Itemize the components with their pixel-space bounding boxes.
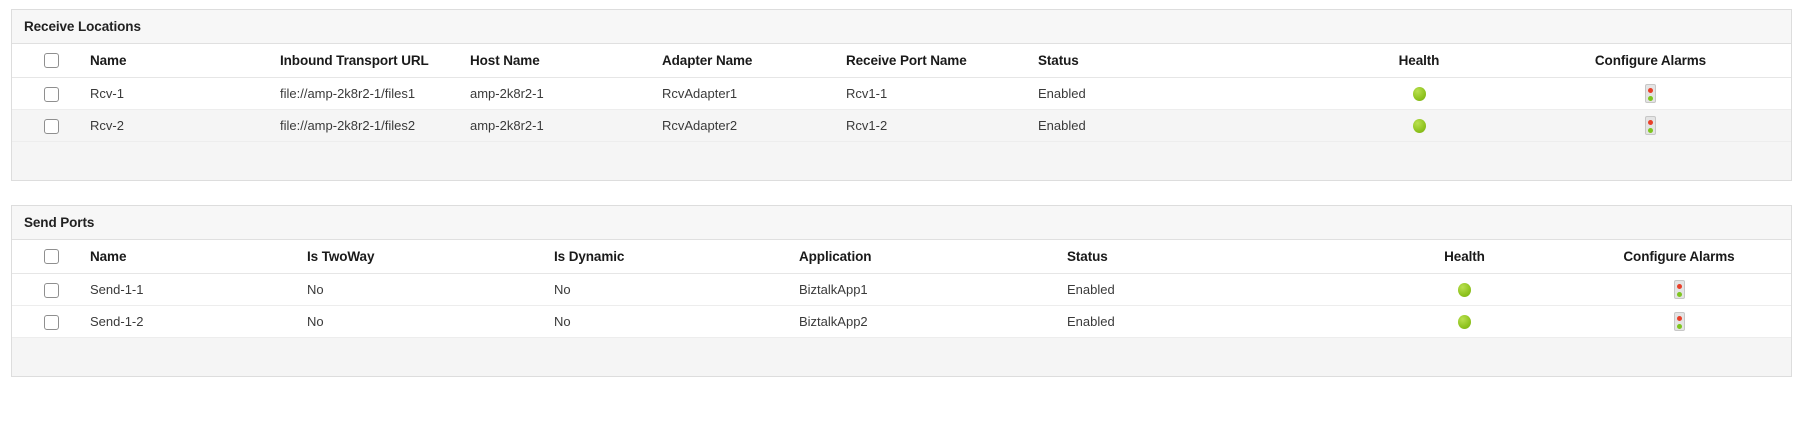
green-dot-icon — [1412, 119, 1426, 134]
cell-is-twoway: No — [307, 305, 554, 338]
column-header-health[interactable]: Health — [1362, 240, 1567, 274]
cell-adapter-name: RcvAdapter2 — [662, 109, 846, 142]
cell-application: BiztalkApp1 — [799, 273, 1067, 306]
cell-name: Rcv-2 — [90, 109, 280, 142]
cell-is-twoway: No — [307, 273, 554, 306]
column-header-select-all[interactable] — [12, 240, 90, 274]
checkbox-icon[interactable] — [43, 314, 59, 330]
column-header-receive-port-name[interactable]: Receive Port Name — [846, 44, 1038, 78]
row-select-cell[interactable] — [12, 77, 90, 110]
green-dot-icon — [1458, 283, 1471, 298]
traffic-light-icon[interactable] — [1673, 312, 1685, 331]
cell-application: BiztalkApp2 — [799, 305, 1067, 338]
cell-inbound-transport-url: file://amp-2k8r2-1/files1 — [280, 77, 470, 110]
traffic-light-icon[interactable] — [1645, 116, 1656, 135]
column-header-configure-alarms[interactable]: Configure Alarms — [1510, 44, 1791, 78]
row-select-cell[interactable] — [12, 109, 90, 142]
traffic-light-green-lamp — [1648, 95, 1653, 101]
panel-title-send-ports: Send Ports — [12, 206, 1791, 240]
cell-health — [1328, 77, 1510, 110]
traffic-light-icon[interactable] — [1673, 280, 1685, 299]
cell-status: Enabled — [1067, 273, 1362, 306]
table-row[interactable]: Rcv-2 file://amp-2k8r2-1/files2 amp-2k8r… — [12, 109, 1791, 142]
table-row[interactable]: Send-1-1 No No BiztalkApp1 Enabled — [12, 273, 1791, 306]
cell-health — [1328, 109, 1510, 142]
checkbox-icon[interactable] — [43, 249, 59, 265]
cell-status: Enabled — [1067, 305, 1362, 338]
cell-name: Send-1-2 — [90, 305, 307, 338]
table-header-row: Name Is TwoWay Is Dynamic Application St… — [12, 240, 1791, 274]
traffic-light-green-lamp — [1676, 323, 1682, 329]
cell-name: Rcv-1 — [90, 77, 280, 110]
panel-title-receive-locations: Receive Locations — [12, 10, 1791, 44]
traffic-light-green-lamp — [1676, 291, 1682, 297]
traffic-light-icon[interactable] — [1645, 84, 1656, 103]
cell-configure-alarms[interactable] — [1567, 305, 1791, 338]
panel-send-ports: Send Ports Name Is TwoWay I — [11, 205, 1792, 377]
column-header-application[interactable]: Application — [799, 240, 1067, 274]
checkbox-icon[interactable] — [43, 118, 59, 134]
send-ports-table: Name Is TwoWay Is Dynamic Application St… — [12, 240, 1791, 338]
cell-status: Enabled — [1038, 109, 1328, 142]
column-header-is-twoway[interactable]: Is TwoWay — [307, 240, 554, 274]
cell-is-dynamic: No — [554, 273, 799, 306]
cell-configure-alarms[interactable] — [1510, 109, 1791, 142]
cell-receive-port-name: Rcv1-1 — [846, 77, 1038, 110]
cell-host-name: amp-2k8r2-1 — [470, 77, 662, 110]
send-ports-footer — [12, 338, 1791, 376]
green-dot-icon — [1412, 87, 1426, 102]
cell-receive-port-name: Rcv1-2 — [846, 109, 1038, 142]
column-header-select-all[interactable] — [12, 44, 90, 78]
traffic-light-green-lamp — [1648, 127, 1653, 133]
row-select-cell[interactable] — [12, 273, 90, 306]
checkbox-icon[interactable] — [43, 86, 59, 102]
green-dot-icon — [1458, 315, 1471, 330]
table-row[interactable]: Send-1-2 No No BiztalkApp2 Enabled — [12, 305, 1791, 338]
traffic-light-red-lamp — [1648, 119, 1653, 125]
cell-inbound-transport-url: file://amp-2k8r2-1/files2 — [280, 109, 470, 142]
column-header-status[interactable]: Status — [1067, 240, 1362, 274]
receive-locations-footer — [12, 142, 1791, 180]
column-header-name[interactable]: Name — [90, 44, 280, 78]
table-header-row: Name Inbound Transport URL Host Name Ada… — [12, 44, 1791, 78]
checkbox-icon[interactable] — [43, 53, 59, 69]
column-header-host-name[interactable]: Host Name — [470, 44, 662, 78]
column-header-configure-alarms[interactable]: Configure Alarms — [1567, 240, 1791, 274]
column-header-name[interactable]: Name — [90, 240, 307, 274]
cell-host-name: amp-2k8r2-1 — [470, 109, 662, 142]
column-header-is-dynamic[interactable]: Is Dynamic — [554, 240, 799, 274]
cell-name: Send-1-1 — [90, 273, 307, 306]
column-header-health[interactable]: Health — [1328, 44, 1510, 78]
column-header-status[interactable]: Status — [1038, 44, 1328, 78]
traffic-light-red-lamp — [1648, 87, 1653, 93]
panel-receive-locations: Receive Locations Name Inbou — [11, 9, 1792, 181]
traffic-light-red-lamp — [1676, 315, 1682, 321]
cell-adapter-name: RcvAdapter1 — [662, 77, 846, 110]
cell-is-dynamic: No — [554, 305, 799, 338]
traffic-light-red-lamp — [1676, 283, 1682, 289]
column-header-inbound-transport-url[interactable]: Inbound Transport URL — [280, 44, 470, 78]
checkbox-icon[interactable] — [43, 282, 59, 298]
row-select-cell[interactable] — [12, 305, 90, 338]
table-row[interactable]: Rcv-1 file://amp-2k8r2-1/files1 amp-2k8r… — [12, 77, 1791, 110]
receive-locations-table: Name Inbound Transport URL Host Name Ada… — [12, 44, 1791, 142]
cell-status: Enabled — [1038, 77, 1328, 110]
column-header-adapter-name[interactable]: Adapter Name — [662, 44, 846, 78]
cell-health — [1362, 305, 1567, 338]
cell-configure-alarms[interactable] — [1510, 77, 1791, 110]
cell-health — [1362, 273, 1567, 306]
cell-configure-alarms[interactable] — [1567, 273, 1791, 306]
